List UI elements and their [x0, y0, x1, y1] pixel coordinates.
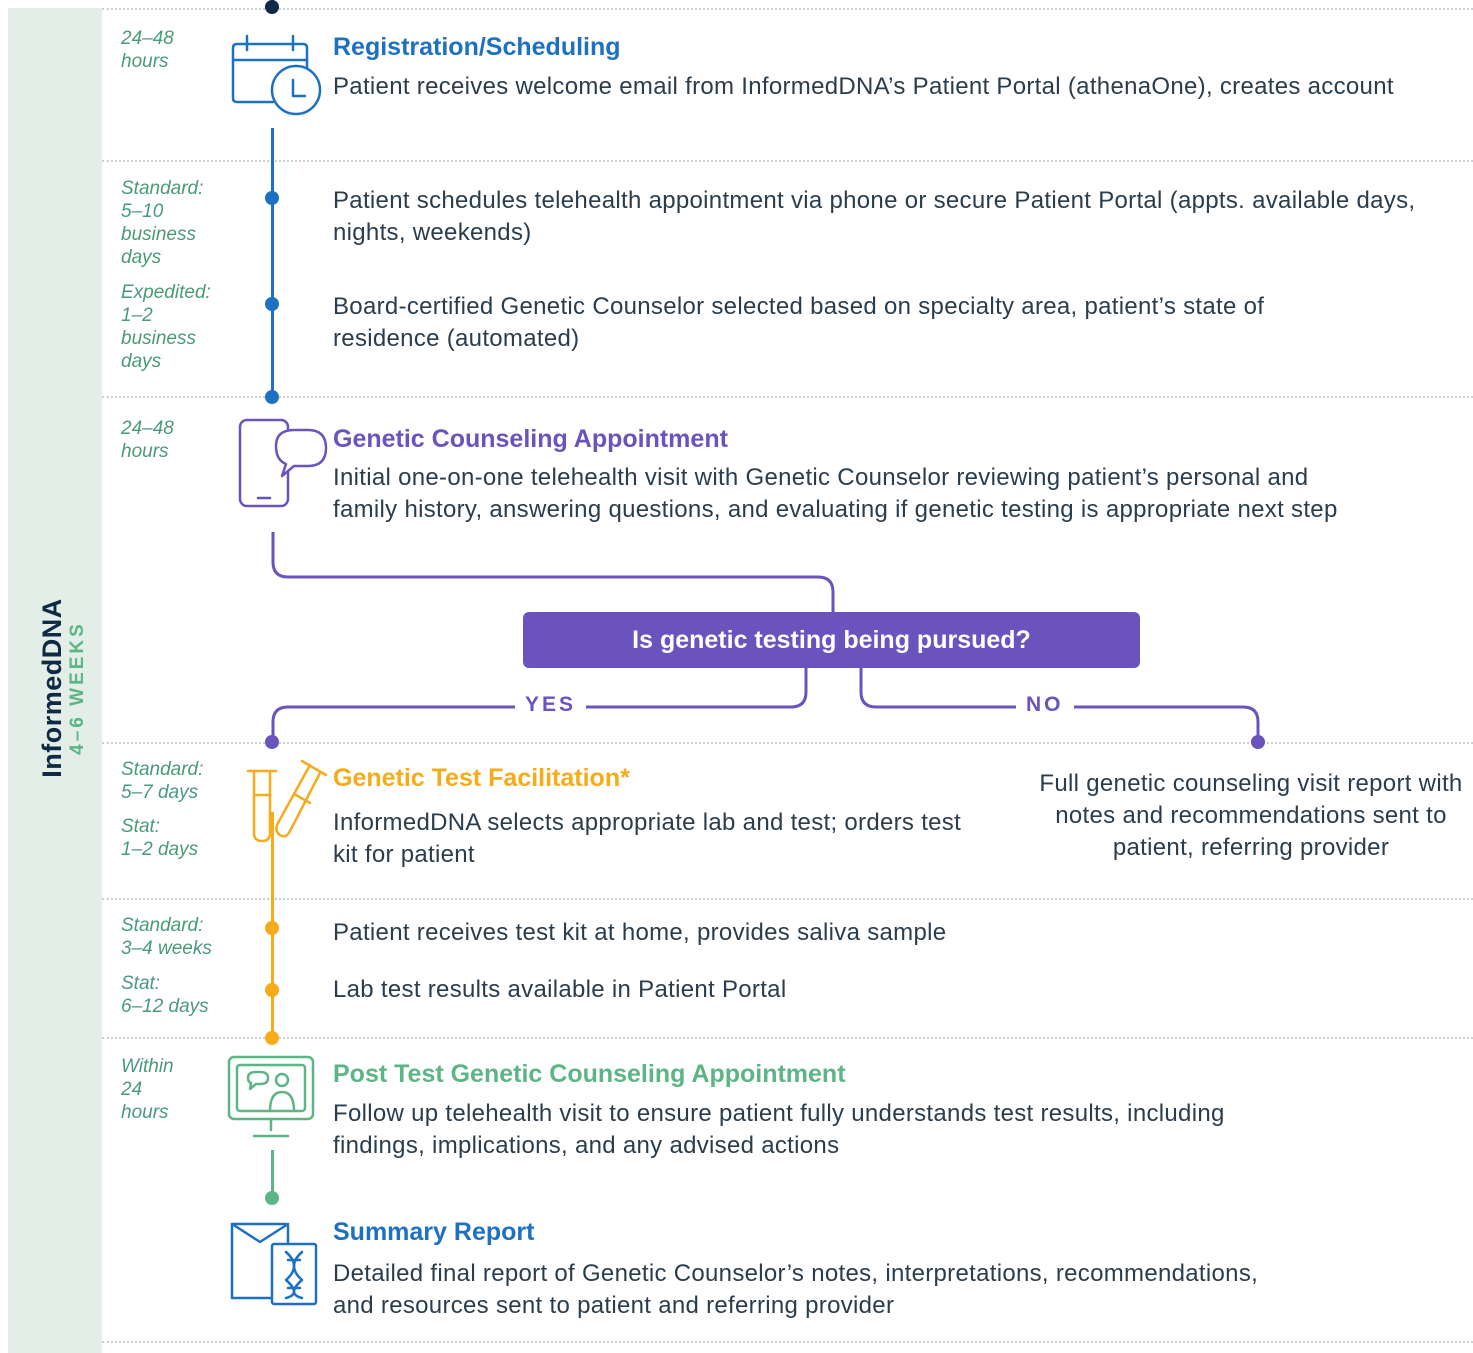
step-text: Follow up telehealth visit to ensure pat… — [333, 1100, 1225, 1159]
timeline-connector — [271, 1150, 274, 1198]
timeline-dot — [265, 921, 279, 935]
telehealth-monitor-icon — [227, 1055, 315, 1138]
report-dna-icon — [230, 1222, 318, 1306]
separator — [102, 8, 1473, 10]
no-branch-text: Full genetic counseling visit report wit… — [1039, 770, 1463, 861]
sidebar: InformedDNA 4–6 WEEKS — [8, 8, 102, 1353]
step-time: Expedited: 1–2 business days — [121, 282, 211, 372]
separator — [102, 160, 1473, 162]
decision-yes-label: YES — [515, 693, 587, 717]
step-title-genetic-counseling: Genetic Counseling Appointment — [333, 425, 728, 453]
step-time: Standard: 5–10 business days — [121, 178, 204, 268]
calendar-clock-icon — [231, 34, 322, 116]
step-time: Stat: 1–2 days — [121, 816, 199, 860]
timeline-dot — [265, 297, 279, 311]
step-time: Within 24 hours — [121, 1056, 174, 1123]
step-text: Initial one-on-one telehealth visit with… — [333, 464, 1338, 523]
step-time: Standard: 3–4 weeks — [121, 915, 212, 959]
step-title-test-facilitation: Genetic Test Facilitation* — [333, 764, 630, 792]
separator — [102, 396, 1473, 398]
timeline-connector — [271, 128, 274, 398]
step-title-registration: Registration/Scheduling — [333, 33, 621, 61]
test-tubes-icon — [246, 759, 328, 843]
step-text: Lab test results available in Patient Po… — [333, 976, 787, 1003]
timeline-dot — [265, 983, 279, 997]
timeline-dot — [265, 390, 279, 404]
step-title-post-test: Post Test Genetic Counseling Appointment — [333, 1060, 846, 1088]
step-time: 24–48 hours — [121, 418, 174, 462]
step-time: Standard: 5–7 days — [121, 759, 204, 803]
phone-chat-icon — [238, 418, 328, 508]
separator — [102, 742, 1473, 744]
step-text: Detailed final report of Genetic Counsel… — [333, 1260, 1259, 1319]
step-text: Board-certified Genetic Counselor select… — [333, 293, 1265, 352]
timeline-dot — [265, 0, 279, 14]
step-time: 24–48 hours — [121, 28, 174, 72]
step-time: Stat: 6–12 days — [121, 973, 209, 1017]
step-title-summary-report: Summary Report — [333, 1218, 535, 1246]
decision-box: Is genetic testing being pursued? — [523, 612, 1140, 668]
timeline-dot — [265, 1031, 279, 1045]
separator — [102, 898, 1473, 900]
step-text: Patient receives welcome email from Info… — [333, 73, 1394, 100]
step-text: Patient schedules telehealth appointment… — [333, 187, 1416, 246]
separator — [102, 1341, 1473, 1343]
decision-no-label: NO — [1016, 693, 1074, 717]
step-text: InformedDNA selects appropriate lab and … — [333, 809, 962, 868]
separator — [102, 1037, 1473, 1039]
timeline-dot — [265, 191, 279, 205]
step-text: Patient receives test kit at home, provi… — [333, 919, 947, 946]
timeline-dot — [265, 1191, 279, 1205]
